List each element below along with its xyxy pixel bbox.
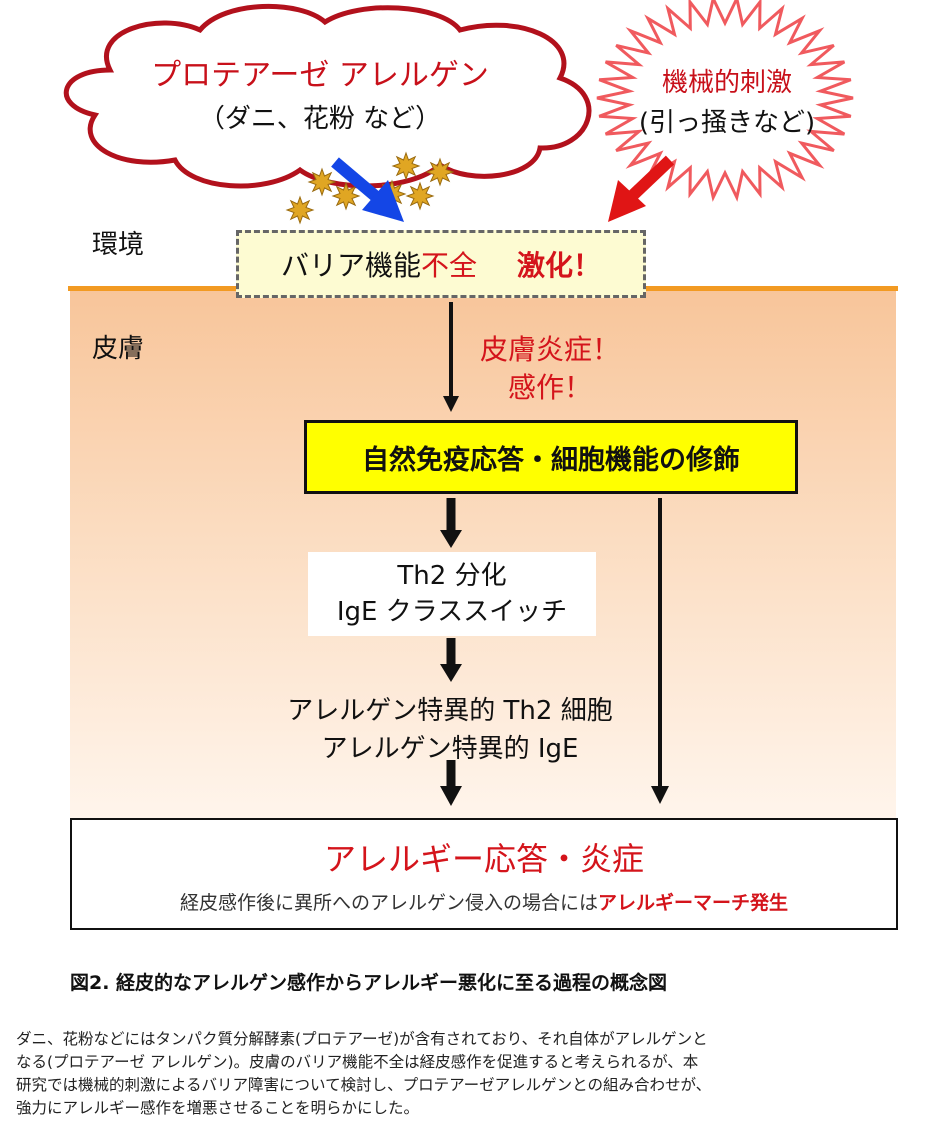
blue-arrow: [331, 157, 404, 222]
mechanical-title: 機械的刺激: [661, 68, 792, 98]
allergy-response-box: [70, 818, 898, 930]
mechanical-stimulus-burst: [596, 0, 854, 202]
barrier-text-1: バリア機能: [280, 249, 421, 282]
innate-immune-box: 自然免疫応答・細胞機能の修飾: [304, 420, 798, 494]
allergen-title: プロテアーゼ アレルゲン: [151, 58, 489, 93]
arrowhead-specific-to-result: [440, 786, 462, 806]
result-sub-part-2: アレルギーマーチ発生: [598, 892, 789, 914]
mechanical-subtitle: (引っ掻きなど): [638, 108, 816, 138]
barrier-text-3: 激化！: [517, 249, 602, 282]
description-line-3: 研究では機械的刺激によるバリア障害について検討し、プロテアーゼアレルゲンとの組み…: [16, 1076, 712, 1094]
specific-line-1: アレルゲン特異的 Th2 細胞: [287, 696, 613, 726]
allergen-cloud: [63, 3, 592, 189]
allergen-star-5: [425, 157, 455, 187]
inflammation-line-1: 皮膚炎症！: [479, 333, 620, 366]
result-subtitle: 経皮感作後に異所へのアレルゲン侵入の場合にはアレルギーマーチ発生: [70, 888, 898, 915]
label-environment: 環境: [92, 230, 145, 260]
allergen-subtitle: （ダニ、花粉 など）: [198, 104, 442, 134]
th2-line-1: Th2 分化: [397, 561, 507, 591]
description-line-1: ダニ、花粉などにはタンパク質分解酵素(プロテアーゼ)が含有されており、それ自体が…: [16, 1030, 708, 1048]
result-sub-part-1: 経皮感作後に異所へのアレルゲン侵入の場合には: [179, 892, 598, 914]
th2-differentiation-box: Th2 分化 IgE クラススイッチ: [308, 552, 596, 636]
specific-line-2: アレルゲン特異的 IgE: [321, 734, 579, 764]
result-title: アレルギー応答・炎症: [323, 840, 644, 878]
barrier-text-2: 不全: [420, 249, 477, 282]
allergen-star-2: [331, 181, 361, 211]
description-line-2: なる(プロテアーゼ アレルゲン)。皮膚のバリア機能不全は経皮感作を促進すると考え…: [16, 1053, 699, 1071]
arrowhead-innate-to-result: [651, 786, 669, 804]
arrowhead-th2-to-specific: [440, 664, 462, 682]
allergen-star-4: [391, 151, 421, 181]
th2-line-2: IgE クラススイッチ: [336, 597, 568, 627]
allergen-particles: [285, 151, 455, 225]
allergen-star-3: [285, 195, 315, 225]
inflammation-line-2: 感作！: [507, 371, 592, 404]
red-arrow: [608, 155, 675, 222]
innate-immune-text: 自然免疫応答・細胞機能の修飾: [362, 444, 740, 476]
figure-caption: 図2. 経皮的なアレルゲン感作からアレルギー悪化に至る過程の概念図: [70, 972, 668, 994]
barrier-dysfunction-box: バリア機能不全 激化！: [236, 230, 646, 298]
allergen-star-6: [405, 181, 435, 211]
arrowhead-innate-to-th2: [440, 530, 462, 548]
figure-description: ダニ、花粉などにはタンパク質分解酵素(プロテアーゼ)が含有されており、それ自体が…: [16, 1028, 932, 1120]
label-skin: 皮膚: [92, 334, 145, 364]
description-line-4: 強力にアレルギー感作を増悪させることを明らかにした。: [16, 1099, 420, 1117]
allergen-star-1: [307, 167, 337, 197]
